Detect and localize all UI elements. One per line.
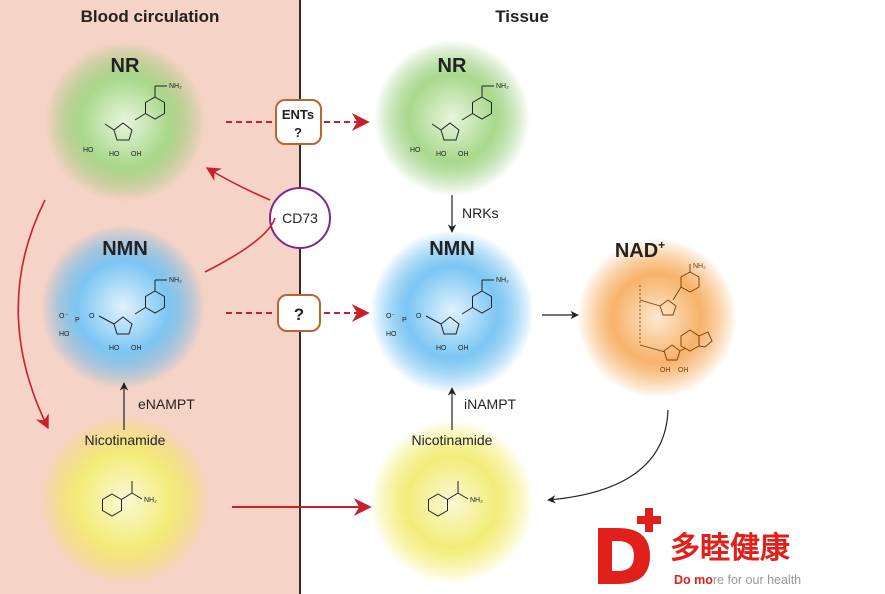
nr-to-nicotinamide-arrow [17, 199, 49, 430]
svg-text:OH: OH [131, 345, 142, 352]
nr-blood-blob [45, 42, 205, 202]
svg-text:O⁻: O⁻ [386, 313, 395, 320]
svg-text:OH: OH [660, 367, 671, 374]
nr-tissue-label: NR [438, 55, 467, 77]
svg-text:NH₂: NH₂ [144, 497, 157, 504]
nr-tissue-blob [374, 40, 530, 196]
nad-structure: NH₂ OH OH [639, 263, 713, 374]
nmn-transporter-question: ? [294, 305, 304, 324]
nad-blob [577, 238, 737, 398]
nicotinamide-blood-label: Nicotinamide [85, 432, 166, 448]
ents-transporter: ENTs ? [275, 99, 322, 145]
svg-text:NH₂: NH₂ [169, 277, 182, 284]
nmn-transporter: ? [277, 294, 321, 332]
svg-text:HO: HO [59, 331, 70, 338]
svg-text:OH: OH [678, 367, 689, 374]
inampt-label: iNAMPT [464, 396, 517, 412]
svg-text:HO: HO [436, 345, 447, 352]
nr-blood-structure: NH₂ HO HO OH [83, 83, 182, 158]
cd73-enzyme: CD73 [269, 187, 331, 249]
svg-text:NH₂: NH₂ [470, 497, 483, 504]
svg-text:O⁻: O⁻ [59, 313, 68, 320]
svg-text:HO: HO [386, 331, 397, 338]
nmn-blood-blob [41, 225, 205, 389]
nicotinamide-tissue-label: Nicotinamide [412, 432, 493, 448]
nmn-blood-structure: NH₂ O⁻ P O HO HO OH [59, 277, 182, 352]
nr-tissue-structure: NH₂ HO HO OH [410, 83, 509, 158]
ents-label: ENTs [282, 107, 314, 122]
brand-logo: 多睦健康 Do more for our health [598, 508, 801, 587]
svg-text:HO: HO [109, 345, 120, 352]
svg-text:OH: OH [458, 345, 469, 352]
brand-slogan: Do more for our health [674, 573, 801, 587]
ents-question: ? [294, 125, 302, 140]
svg-text:HO: HO [410, 147, 421, 154]
svg-text:NH₂: NH₂ [496, 83, 509, 90]
header-blood-circulation: Blood circulation [81, 7, 220, 26]
svg-text:O: O [89, 313, 95, 320]
svg-text:O: O [416, 313, 422, 320]
nrks-label: NRKs [462, 205, 499, 221]
brand-d-plus-icon [598, 508, 661, 584]
nicotinamide-tissue-structure: NH₂ [428, 481, 483, 517]
nad-to-nicotinamide-arrow [547, 409, 669, 504]
svg-text:OH: OH [458, 151, 469, 158]
svg-text:HO: HO [109, 151, 120, 158]
brand-name: 多睦健康 [670, 531, 791, 566]
nmn-blood-label: NMN [102, 238, 148, 260]
nicotinamide-blood-blob [40, 415, 210, 585]
svg-text:NH₂: NH₂ [496, 277, 509, 284]
cd73-label: CD73 [282, 210, 318, 226]
enampt-label: eNAMPT [138, 396, 195, 412]
nmn-tissue-label: NMN [429, 238, 475, 260]
header-tissue: Tissue [495, 7, 549, 26]
svg-text:P: P [402, 317, 407, 324]
svg-text:NH₂: NH₂ [169, 83, 182, 90]
nmn-tissue-structure: NH₂ O⁻ P O HO HO OH [386, 277, 509, 352]
svg-text:HO: HO [83, 147, 94, 154]
nicotinamide-tissue-blob [370, 420, 534, 584]
nad-label: NAD+ [615, 238, 665, 262]
svg-text:P: P [75, 317, 80, 324]
nr-blood-label: NR [111, 55, 140, 77]
nmn-tissue-blob [370, 230, 534, 394]
svg-text:OH: OH [131, 151, 142, 158]
svg-text:HO: HO [436, 151, 447, 158]
svg-text:NH₂: NH₂ [693, 263, 706, 270]
nicotinamide-blood-structure: NH₂ [102, 481, 157, 517]
cd73-to-nr-arrow [205, 167, 271, 201]
nmn-to-cd73-curve [204, 217, 276, 273]
